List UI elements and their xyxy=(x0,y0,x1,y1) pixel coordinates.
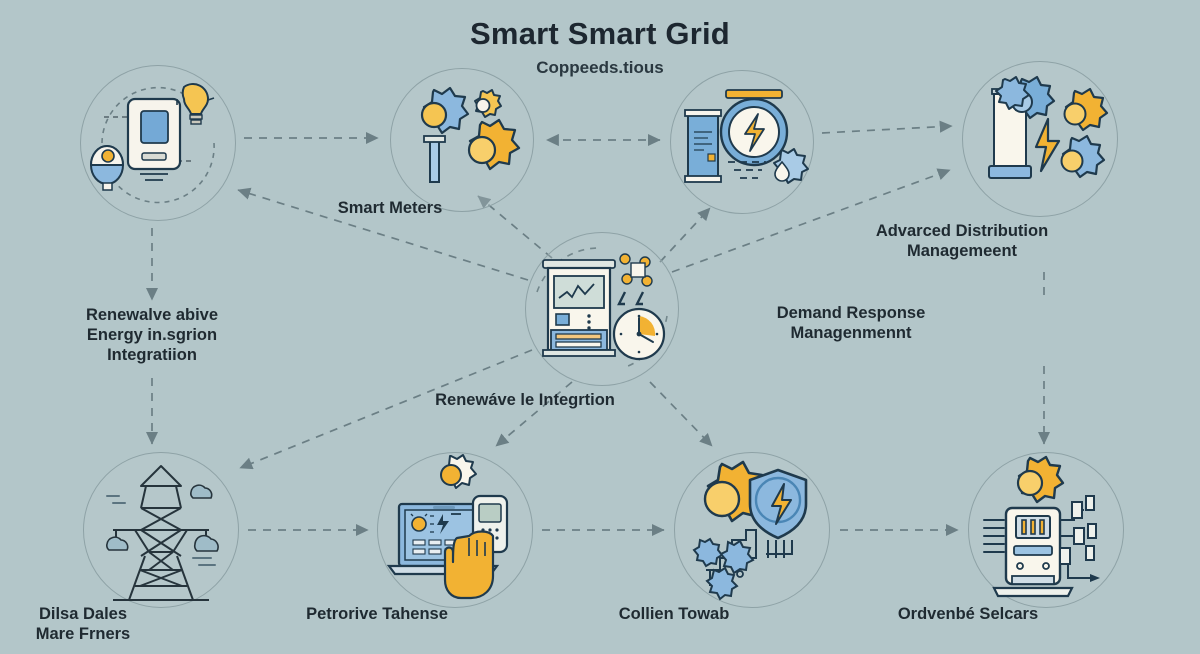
laptop-hand-remote-icon xyxy=(386,454,509,600)
page-title: Smart Smart Grid xyxy=(470,16,730,51)
node-label: Dilsa Dales Mare Frners xyxy=(35,605,131,644)
node-label: Advarced Distribution Managemeent xyxy=(875,222,1049,261)
node-label: Ordvenbé Selcars xyxy=(897,605,1039,623)
node-label: Smart Meters xyxy=(337,199,443,217)
node-label: Renewalve abive Energy in.sgrion Integra… xyxy=(85,306,219,365)
gears-bolt-column-icon xyxy=(988,75,1109,179)
pylon-clouds-icon xyxy=(106,465,219,601)
gear-shield-circuit-icon xyxy=(692,460,808,601)
gears-post-icon xyxy=(420,86,521,183)
page-subtitle: Coppeeds.tious xyxy=(536,58,664,77)
node-label: Renewáve le Integrtion xyxy=(435,391,615,409)
meter-kiosk-gear-icon xyxy=(983,455,1100,598)
node-label: Petrorive Tahense xyxy=(306,605,448,623)
node-label: Collien Towab xyxy=(618,605,730,623)
control-terminal-clock-icon xyxy=(536,247,668,369)
node-label: Demand Response Managenmennt xyxy=(776,304,926,343)
meter-panel-bulb-icon xyxy=(89,83,215,204)
bolt-gauge-icon xyxy=(684,89,809,184)
